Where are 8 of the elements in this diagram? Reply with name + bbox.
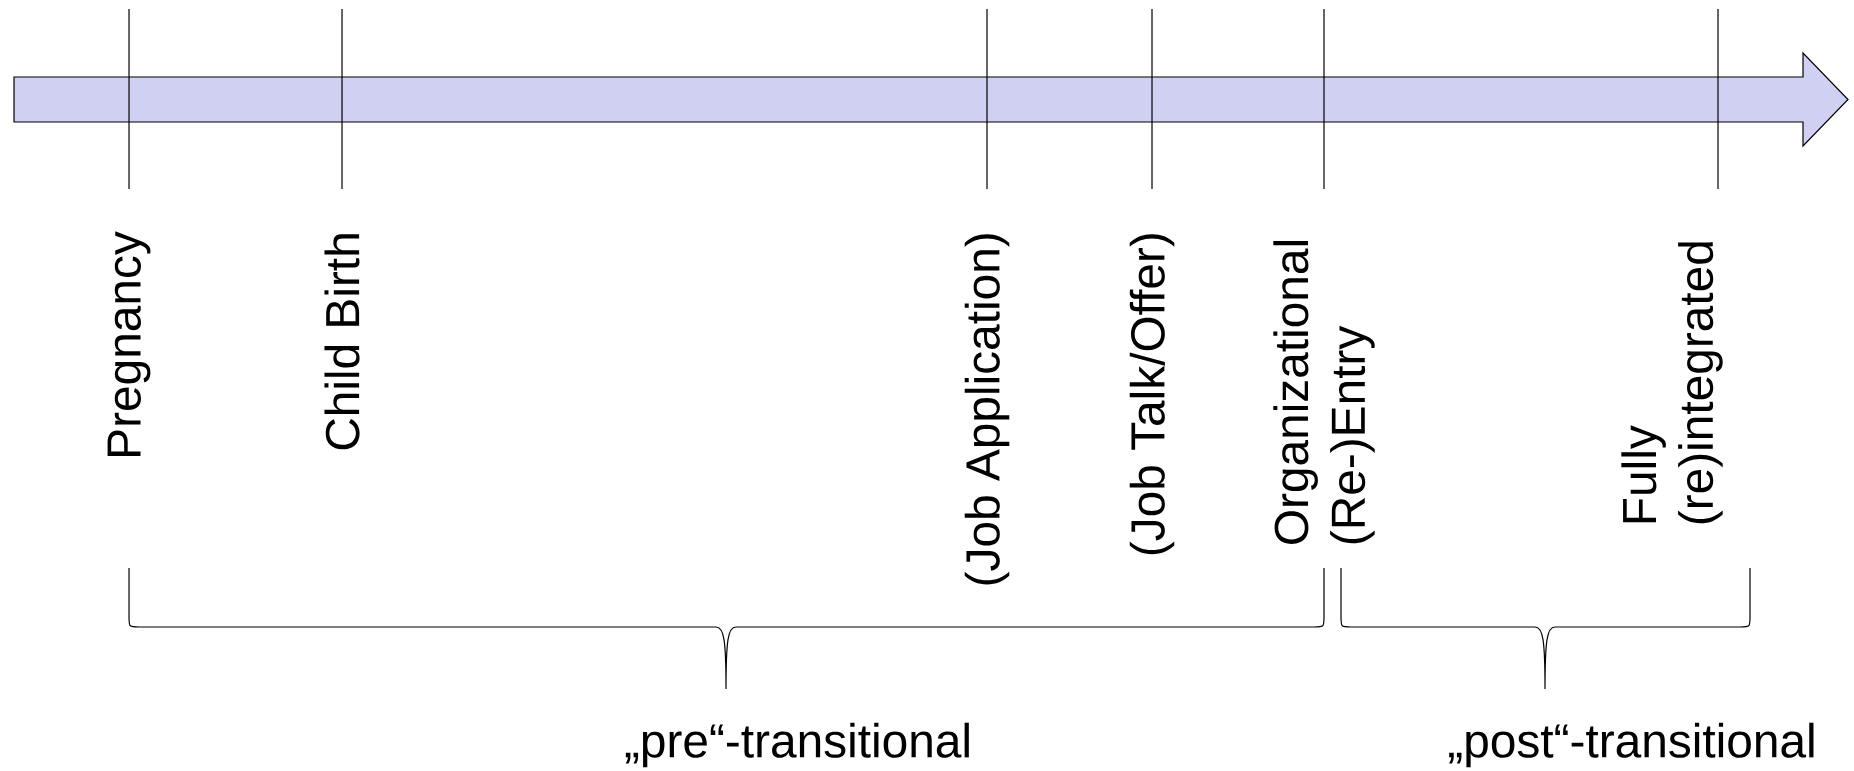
milestone-label: Pregnancy [107,231,151,456]
phase-label: „pre“-transitional [625,722,969,768]
milestone-label: Organizational (Re-)Entry [1273,241,1375,544]
phase-label: „post“-transitional [1449,722,1814,768]
milestone-label: Fully (re)integrated [1621,242,1723,524]
milestone-label: (Job Talk/Offer) [1129,234,1175,555]
milestone-label: Child Birth [324,234,360,450]
milestone-label: (Job Application) [964,234,1010,585]
